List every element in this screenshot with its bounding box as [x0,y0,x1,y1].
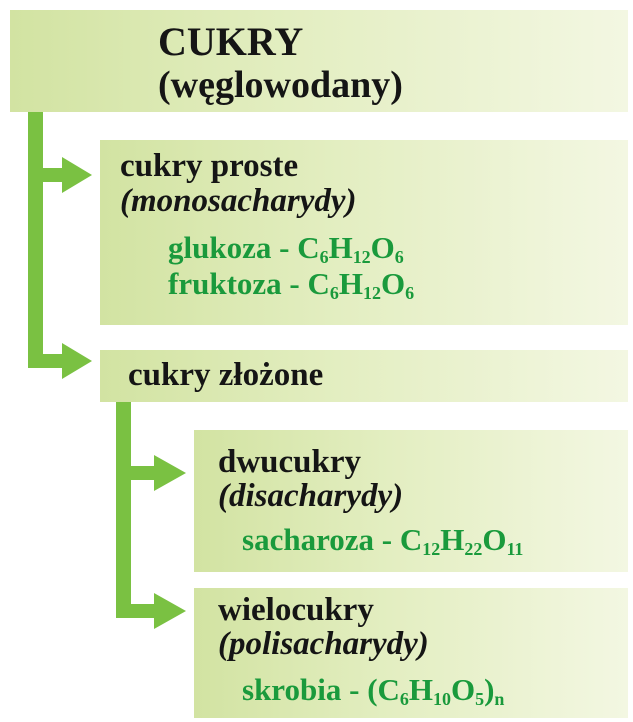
arrow-shaft-di [116,466,158,480]
separator: - [281,266,308,301]
arrow-shaft-simple [28,168,66,182]
arrow-shaft-complex [28,354,66,368]
polysaccharides-box: wielocukry (polisacharydy) skrobia - (C6… [194,588,628,718]
sugar-name: glukoza [168,230,272,265]
arrow-head-complex [62,343,92,379]
sugar-name: skrobia [242,672,342,707]
simple-sugars-title: cukry proste [120,148,299,184]
arrow-shaft-poly [116,604,158,618]
starch-entry: skrobia - (C6H10O5)n [242,672,504,708]
polysaccharides-subtitle: (polisacharydy) [218,626,429,662]
arrow-head-simple [62,157,92,193]
separator: - [341,672,368,707]
sugar-name: sacharoza [242,522,375,557]
complex-sugars-box: cukry złożone [100,350,628,402]
chemical-formula: C6H12O6 [297,230,404,268]
complex-vertical-line [116,400,131,618]
fructose-entry: fruktoza - C6H12O6 [168,266,414,302]
separator: - [271,230,298,265]
disaccharides-title: dwucukry [218,444,362,480]
sugar-name: fruktoza [168,266,282,301]
root-vertical-line [28,110,43,368]
root-subtitle: (węglowodany) [158,64,403,106]
simple-sugars-box: cukry proste (monosacharydy) glukoza - C… [100,140,628,325]
sucrose-entry: sacharoza - C12H22O11 [242,522,523,558]
chemical-formula: C12H22O11 [399,522,524,560]
root-title: CUKRY [158,19,304,64]
disaccharides-subtitle: (disacharydy) [218,478,404,514]
glucose-entry: glukoza - C6H12O6 [168,230,404,266]
polysaccharides-title: wielocukry [218,592,374,628]
simple-sugars-subtitle: (monosacharydy) [120,183,357,219]
chemical-formula: C6H12O6 [307,266,415,304]
arrow-head-poly [154,593,186,629]
root-box: CUKRY (węglowodany) [10,10,628,112]
root-connector [28,110,92,379]
arrow-head-di [154,455,186,491]
chemical-formula: (C6H10O5)n [367,672,505,710]
complex-connector [116,400,186,629]
disaccharides-box: dwucukry (disacharydy) sacharoza - C12H2… [194,430,628,572]
separator: - [374,522,400,557]
complex-sugars-title: cukry złożone [128,357,324,393]
